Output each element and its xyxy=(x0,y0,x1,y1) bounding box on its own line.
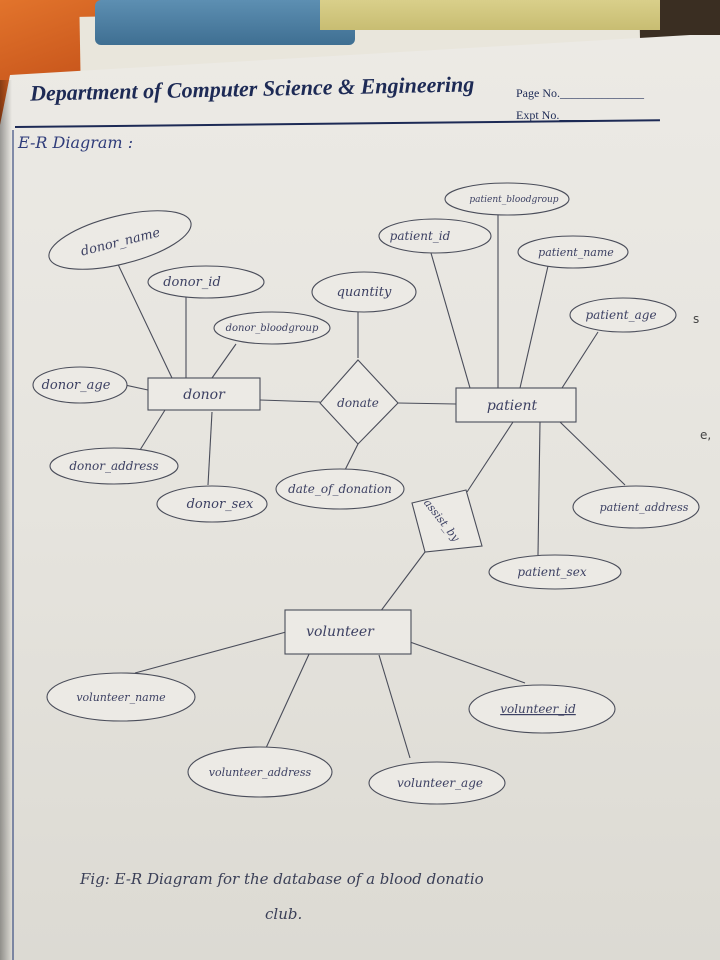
svg-text:patient_address: patient_address xyxy=(600,501,689,514)
relationship-assist-by: assist_by xyxy=(411,489,483,553)
relationship-donate: donate xyxy=(319,359,399,445)
attribute-patient-bloodgroup: patient_bloodgroup xyxy=(444,182,570,216)
attribute-donor-id: donor_id xyxy=(147,265,265,299)
attribute-volunteer-age: volunteer_age xyxy=(368,761,506,805)
attribute-volunteer-id: volunteer_id xyxy=(468,684,616,734)
margin-mark-s: s xyxy=(693,312,700,326)
attribute-patient-name: patient_name xyxy=(517,235,629,269)
svg-text:donor_age: donor_age xyxy=(42,378,111,393)
blue-object xyxy=(95,0,355,45)
attribute-patient-id: patient_id xyxy=(378,218,492,254)
attribute-patient-age: patient_age xyxy=(569,297,677,333)
svg-text:donor: donor xyxy=(183,387,226,403)
entity-patient: patient xyxy=(455,387,577,423)
connector-lines xyxy=(114,215,626,759)
yellow-book xyxy=(320,0,660,30)
attribute-patient-sex: patient_sex xyxy=(488,554,622,590)
paper-shadow xyxy=(0,80,12,960)
attribute-volunteer-address: volunteer_address xyxy=(187,746,333,798)
attribute-donor-name: donor_name xyxy=(48,210,192,270)
svg-text:volunteer_name: volunteer_name xyxy=(76,691,166,704)
entity-donor: donor xyxy=(147,377,261,411)
svg-text:date_of_donation: date_of_donation xyxy=(288,482,392,496)
margin-mark-e: e, xyxy=(700,428,712,442)
attribute-date-of-donation: date_of_donation xyxy=(275,468,405,510)
figure-caption-line2: club. xyxy=(265,905,303,923)
svg-text:donor_id: donor_id xyxy=(163,275,221,290)
attribute-donor-age: donor_age xyxy=(32,366,128,404)
svg-text:volunteer: volunteer xyxy=(306,624,375,640)
svg-text:donor_bloodgroup: donor_bloodgroup xyxy=(226,323,319,334)
attribute-donor-address: donor_address xyxy=(49,447,179,485)
svg-text:quantity: quantity xyxy=(337,285,392,300)
attribute-donor-sex: donor_sex xyxy=(156,485,268,523)
margin-rule xyxy=(12,130,14,960)
svg-text:volunteer_address: volunteer_address xyxy=(209,766,312,779)
svg-text:patient_age: patient_age xyxy=(585,308,656,322)
page-no-label: Page No.______________ xyxy=(516,86,644,100)
svg-text:patient_sex: patient_sex xyxy=(517,565,586,579)
svg-text:patient: patient xyxy=(487,398,538,414)
svg-text:volunteer_age: volunteer_age xyxy=(397,776,483,790)
attribute-quantity: quantity xyxy=(311,271,417,313)
svg-text:patient_bloodgroup: patient_bloodgroup xyxy=(469,195,558,205)
svg-text:patient_id: patient_id xyxy=(390,229,451,243)
svg-text:donor_address: donor_address xyxy=(69,459,158,473)
attribute-patient-address: patient_address xyxy=(572,485,700,529)
attribute-donor-bloodgroup: donor_bloodgroup xyxy=(213,311,331,345)
figure-caption-line1: Fig: E-R Diagram for the database of a b… xyxy=(80,870,484,888)
attribute-volunteer-name: volunteer_name xyxy=(46,672,196,722)
svg-text:donate: donate xyxy=(337,396,379,410)
svg-text:patient_name: patient_name xyxy=(538,246,614,259)
entity-volunteer: volunteer xyxy=(284,609,412,655)
expt-no-label: Expt No.______________ xyxy=(516,108,644,122)
svg-text:donor_sex: donor_sex xyxy=(187,497,254,512)
diagram-heading: E-R Diagram : xyxy=(18,133,134,152)
svg-text:volunteer_id: volunteer_id xyxy=(500,702,576,716)
